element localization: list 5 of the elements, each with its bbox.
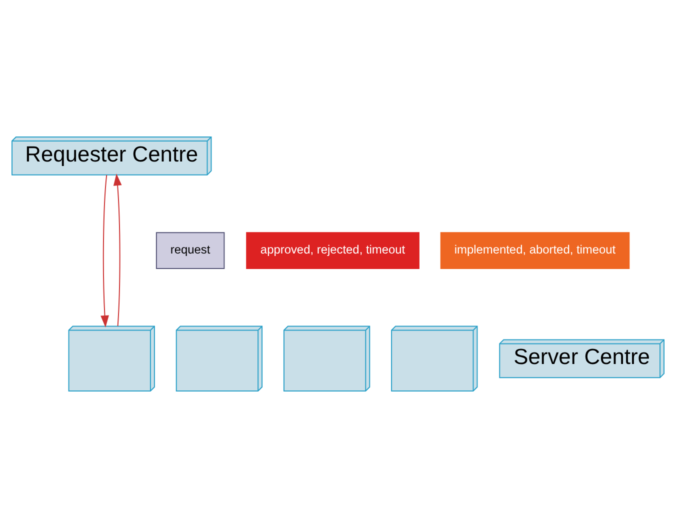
node-box: approved, rejected, timeout — [246, 232, 420, 268]
arrow — [100, 174, 109, 327]
node-box: implemented, aborted, timeout — [440, 232, 630, 268]
node-box: request — [156, 232, 225, 268]
arrow — [113, 173, 122, 326]
